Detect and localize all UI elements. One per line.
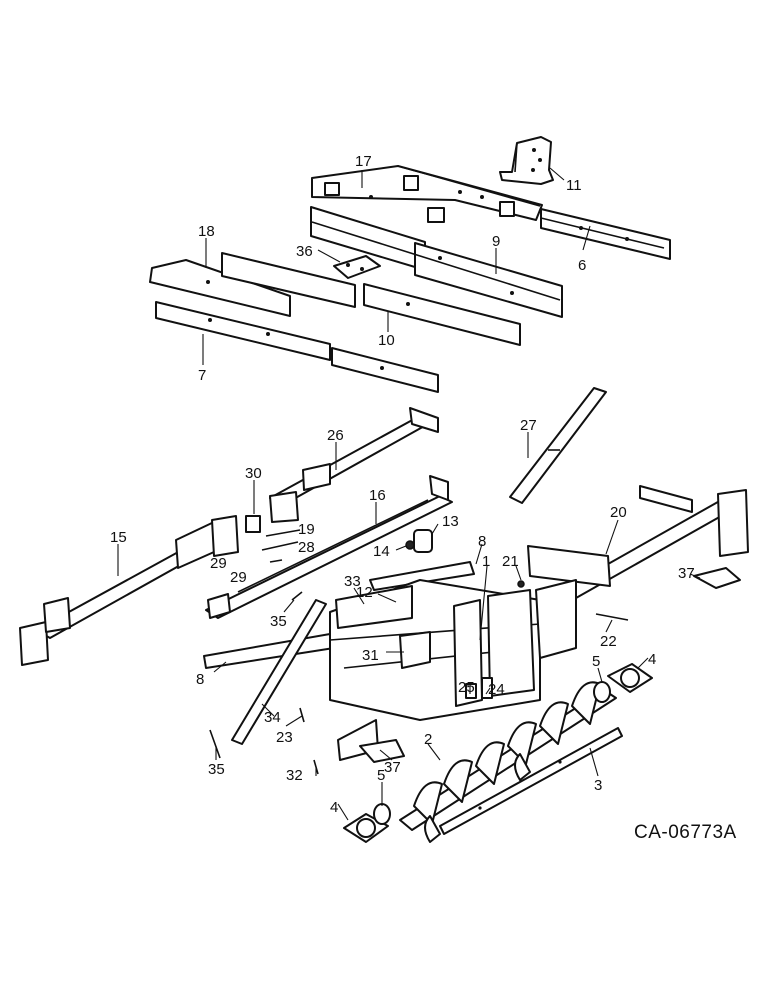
callout-21: 21 xyxy=(502,553,519,570)
part-5-collar-upper xyxy=(593,681,611,703)
callout-1: 1 xyxy=(482,553,490,570)
part-14-nut xyxy=(405,540,415,550)
part-35-pin-lower xyxy=(209,729,221,759)
part-11-bracket xyxy=(499,136,554,185)
part-29-bolt xyxy=(269,559,283,563)
callout-2: 2 xyxy=(424,731,432,748)
callout-32: 32 xyxy=(286,767,303,784)
part-23-bolt xyxy=(299,707,305,723)
callout-29-a: 29 xyxy=(210,555,227,572)
callout-4-lower: 4 xyxy=(330,799,338,816)
callout-27: 27 xyxy=(520,417,537,434)
part-16-bar xyxy=(205,475,453,619)
part-34-link xyxy=(231,599,327,745)
part-36-plate xyxy=(333,255,381,279)
leader-lines xyxy=(117,167,701,821)
callout-labels: 17 11 18 36 9 6 10 7 26 27 30 16 20 15 1… xyxy=(110,153,695,816)
part-5-collar-lower xyxy=(373,803,391,825)
callout-5-upper: 5 xyxy=(592,653,600,670)
part-28-pin xyxy=(261,541,299,551)
callout-18: 18 xyxy=(198,223,215,240)
callout-34: 34 xyxy=(264,709,281,726)
callout-10: 10 xyxy=(378,332,395,349)
part-26-tube xyxy=(269,407,439,523)
callout-25: 25 xyxy=(458,679,475,696)
part-4-bearing-upper xyxy=(607,663,653,693)
callout-26: 26 xyxy=(327,427,344,444)
callout-24: 24 xyxy=(488,681,505,698)
callout-15: 15 xyxy=(110,529,127,546)
part-20-tube xyxy=(527,485,749,599)
part-3-bar xyxy=(439,727,623,835)
callout-14: 14 xyxy=(373,543,390,560)
part-15-tube xyxy=(19,515,239,666)
part-19-pin xyxy=(265,529,301,537)
part-7-angle xyxy=(155,301,439,393)
callout-12: 12 xyxy=(356,584,373,601)
part-25-plate xyxy=(465,683,477,699)
part-8-link-upper xyxy=(369,561,475,591)
callout-11: 11 xyxy=(566,177,582,194)
callout-31: 31 xyxy=(362,647,379,664)
callout-7: 7 xyxy=(198,367,206,384)
callout-17: 17 xyxy=(355,153,372,170)
callout-35-upper: 35 xyxy=(270,613,287,630)
part-18-angle xyxy=(149,259,291,317)
part-9-angle xyxy=(310,206,563,318)
part-27-tube xyxy=(509,387,607,504)
part-2-rotor xyxy=(399,681,617,843)
part-8-link-lower xyxy=(203,633,335,669)
callout-23: 23 xyxy=(276,729,293,746)
callout-37-lower: 37 xyxy=(384,759,401,776)
callout-36: 36 xyxy=(296,243,313,260)
callout-35-lower: 35 xyxy=(208,761,225,778)
part-30-clip xyxy=(245,515,261,533)
reference-code: CA-06773A xyxy=(634,822,737,843)
callout-6: 6 xyxy=(578,257,586,274)
callout-20: 20 xyxy=(610,504,627,521)
part-35-pin-upper xyxy=(291,591,303,601)
callout-8-lower: 8 xyxy=(196,671,204,688)
callout-29-b: 29 xyxy=(230,569,247,586)
callout-8-upper: 8 xyxy=(478,533,486,550)
part-10-angle xyxy=(221,252,521,346)
part-32-bolt xyxy=(313,759,319,775)
callout-33: 33 xyxy=(344,573,361,590)
callout-19: 19 xyxy=(298,521,315,538)
callout-28: 28 xyxy=(298,539,315,556)
callout-4-upper: 4 xyxy=(648,651,656,668)
callout-13: 13 xyxy=(442,513,459,530)
callout-5-lower: 5 xyxy=(377,767,385,784)
callout-37-right: 37 xyxy=(678,565,695,582)
callout-3: 3 xyxy=(594,777,602,794)
part-21-nut xyxy=(517,580,525,588)
part-6-angle xyxy=(540,208,671,260)
part-24-plate xyxy=(481,677,493,699)
callout-16: 16 xyxy=(369,487,386,504)
part-22-pin xyxy=(595,613,629,621)
callout-9: 9 xyxy=(492,233,500,250)
callout-30: 30 xyxy=(245,465,262,482)
part-13-bushing xyxy=(413,529,433,553)
part-17-rail xyxy=(311,165,543,223)
part-37-clip xyxy=(693,567,741,589)
callout-22: 22 xyxy=(600,633,617,650)
